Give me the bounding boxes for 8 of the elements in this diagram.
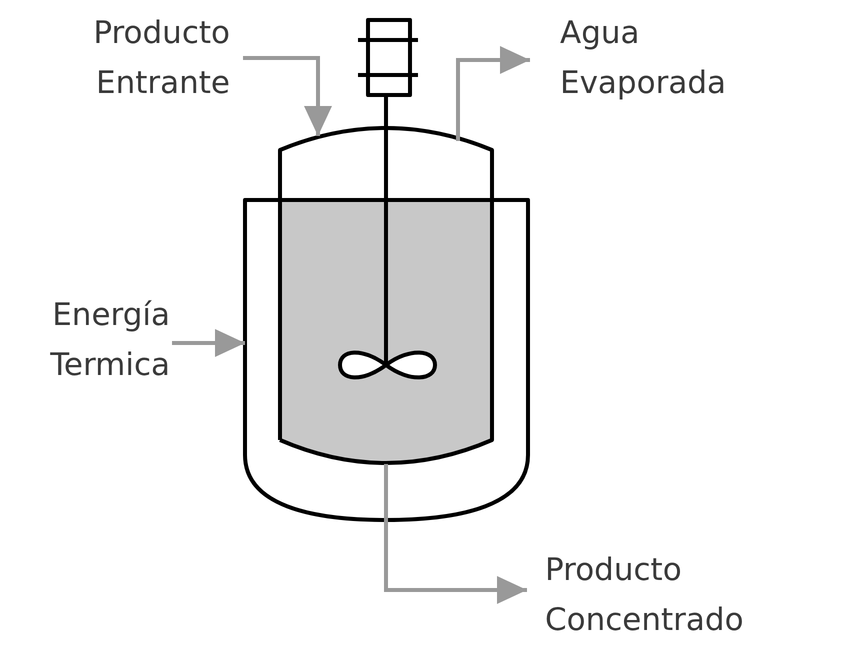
stream-label: Agua Evaporada [560,8,780,108]
flow-arrow [243,56,332,136]
stream-label: Producto Entrante [60,8,230,108]
stream-label: Energía Termica [20,290,170,390]
flow-arrow [172,329,245,357]
stream-label: Producto Concentrado [545,545,805,645]
flow-arrow [384,464,527,604]
flow-arrow [456,46,530,141]
